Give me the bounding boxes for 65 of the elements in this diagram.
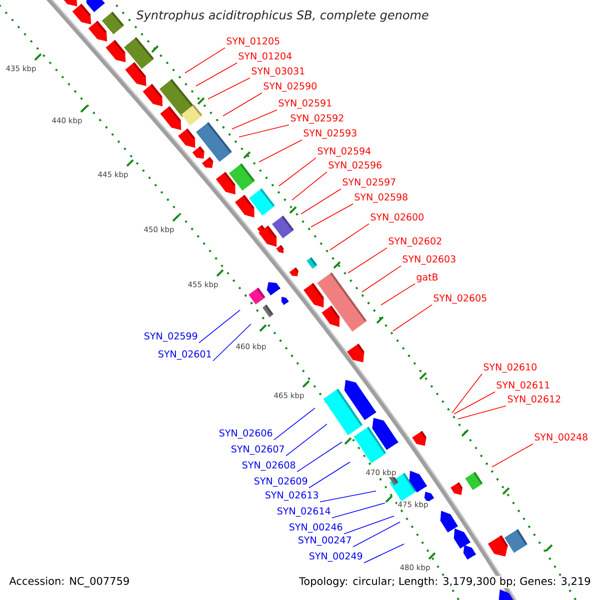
leader-line — [184, 47, 226, 74]
gene-label: SYN_02614 — [278, 507, 330, 517]
gene-label: SYN_02612 — [508, 395, 560, 405]
leader-line — [310, 203, 354, 228]
leader-line — [330, 223, 370, 250]
gene-label: SYN_02610 — [484, 363, 536, 373]
gene-label: SYN_02598 — [354, 193, 408, 203]
leader-line — [292, 171, 328, 200]
gene-label: SYN_01204 — [238, 52, 292, 62]
gene-label: SYN_01205 — [226, 37, 280, 47]
leader-line — [332, 502, 386, 518]
gene-label: SYN_02591 — [278, 99, 332, 109]
leader-line — [380, 283, 416, 306]
gene-label: SYN_02607 — [232, 445, 284, 455]
gene-label: SYN_02597 — [342, 178, 396, 188]
leader-line — [348, 247, 388, 274]
leader-line — [362, 265, 402, 292]
gene-label: SYN_02606 — [220, 429, 272, 439]
leader-line — [352, 522, 400, 548]
leader-line — [232, 109, 278, 130]
gene-label: SYN_00246 — [290, 523, 342, 533]
leader-line — [492, 443, 534, 468]
gene-label: SYN_02594 — [318, 147, 371, 157]
leader-line — [208, 77, 250, 100]
gene-label: SYN_02601 — [158, 350, 211, 360]
gene-label: SYN_02592 — [290, 114, 344, 124]
leader-line — [296, 442, 342, 472]
gene-label: SYN_00247 — [298, 536, 351, 546]
gene-label: SYN_02590 — [264, 82, 316, 92]
gene-label: SYN_02609 — [254, 477, 308, 487]
gene-label: SYN_02611 — [496, 381, 550, 391]
leader-line — [392, 304, 432, 332]
leader-line — [300, 188, 342, 214]
gene-label: SYN_02605 — [434, 294, 486, 304]
leader-line — [238, 124, 290, 138]
leader-line — [274, 408, 316, 440]
gene-label: SYN_02602 — [388, 237, 442, 247]
footer-text: Topology: circular; Length: 3,179,300 bp; Genes: 3,219 — [298, 576, 592, 588]
gene-label: SYN_00249 — [310, 552, 362, 562]
leader-line — [452, 373, 482, 414]
leader-line — [222, 92, 262, 116]
leader-line — [196, 62, 238, 86]
leader-line — [258, 139, 302, 162]
leader-line — [344, 516, 394, 534]
gene-label: SYN_02593 — [304, 129, 356, 139]
gene-label: gatB — [416, 274, 438, 282]
map-title: Syntrophus aciditrophicus SB, complete genome — [136, 10, 428, 22]
leader-line — [458, 405, 506, 420]
leader-line — [454, 391, 496, 414]
leader-line — [308, 462, 350, 488]
gene-label: SYN_02613 — [266, 491, 318, 501]
leader-line — [198, 310, 240, 344]
leader-line — [286, 424, 328, 456]
gene-label: SYN_02599 — [144, 332, 198, 342]
gene-label: SYN_02596 — [328, 161, 382, 171]
leader-line — [212, 324, 252, 362]
gene-label: SYN_00248 — [534, 433, 588, 443]
gene-label: SYN_02600 — [370, 213, 424, 223]
footer-text: Accession: NC_007759 — [8, 576, 131, 588]
gene-label: SYN_02608 — [242, 461, 296, 471]
leader-line — [278, 157, 316, 186]
gene-label: SYN_02603 — [402, 255, 456, 265]
gene-label: SYN_03031 — [252, 67, 304, 77]
leader-line — [320, 490, 376, 502]
leader-line — [364, 544, 404, 564]
